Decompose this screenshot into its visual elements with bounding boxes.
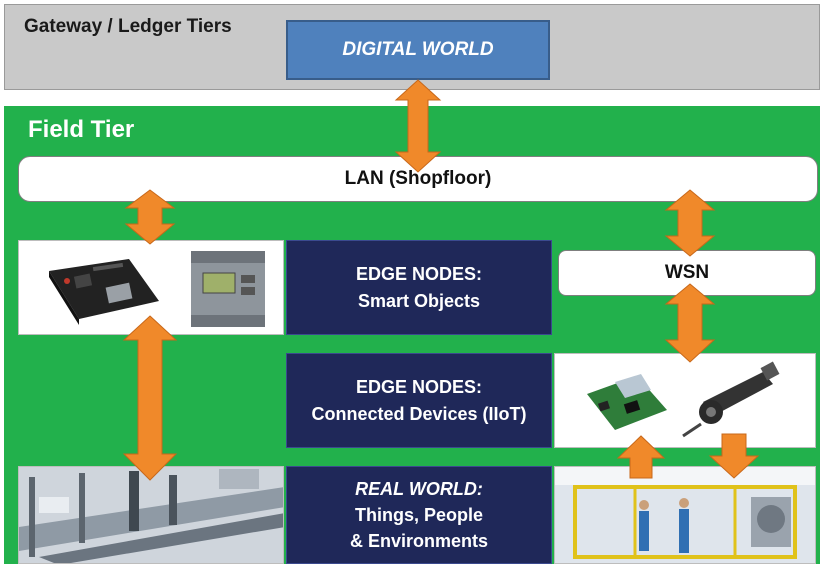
factory-line-photo [18,466,284,564]
plc-module-image [191,251,265,327]
smart-objects-photo [18,240,284,335]
real-world-box: REAL WORLD: Things, People & Environment… [286,466,552,564]
edge-nodes-connected-devices-box: EDGE NODES: Connected Devices (IIoT) [286,353,552,448]
edge-connected-subtitle: Connected Devices (IIoT) [311,403,527,424]
field-tier-label: Field Tier [28,116,135,143]
lan-box: LAN (Shopfloor) [18,156,818,202]
wsn-box: WSN [558,250,816,296]
real-world-line2: Things, People [354,504,483,525]
edge-nodes-smart-objects-box: EDGE NODES: Smart Objects [286,240,552,335]
gateway-tier-label: Gateway / Ledger Tiers [24,16,232,37]
edge-smart-title: EDGE NODES: [355,264,483,285]
connected-devices-photo [554,353,816,448]
real-world-title: REAL WORLD: [355,478,483,499]
edge-connected-title: EDGE NODES: [355,377,483,398]
sensor-board-image [587,374,667,430]
factory-workers-image [555,467,815,563]
linear-actuator-image [682,361,780,438]
factory-workers-photo [554,466,816,564]
edge-smart-subtitle: Smart Objects [357,290,481,311]
factory-line-image [19,467,283,563]
digital-world-box: DIGITAL WORLD [286,20,550,80]
real-world-line3: & Environments [349,531,489,552]
single-board-computer-image [49,259,159,325]
